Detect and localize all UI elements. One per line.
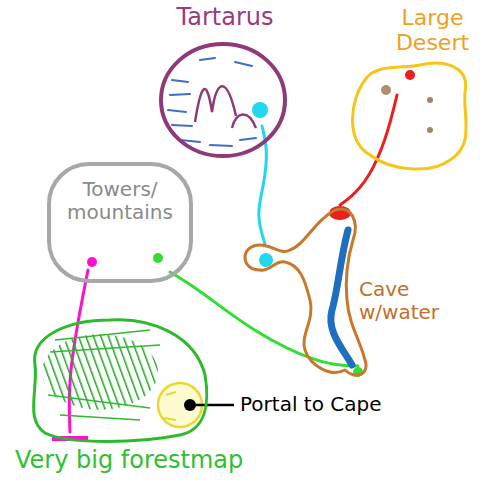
portal-symbol [158,383,234,427]
region-blob: Large Desert [335,5,495,175]
callout-label: Portal to Cape [240,393,381,416]
region-cave: Cave w/water [235,200,440,385]
outline-stroke [245,209,366,375]
region-circle: Tartarus [150,0,300,160]
outline-stroke [161,44,285,156]
region-name: Tartarus [150,4,300,32]
outline-stroke [49,164,191,281]
region-rounded-box: Towers/ mountains [45,160,195,285]
region-name: Towers/ mountains [55,178,185,224]
outline-stroke [353,63,467,169]
region-name: Cave w/water [359,278,439,324]
tartarus-interior [168,58,268,146]
desert-interior [381,70,433,133]
connector [340,95,397,205]
leader-line [196,404,234,407]
towers-dots [87,253,163,267]
forest-interior [42,330,160,441]
region-name: Large Desert [375,5,490,56]
outline-stroke [34,320,207,442]
region-name: Very big forestmap [15,447,315,475]
